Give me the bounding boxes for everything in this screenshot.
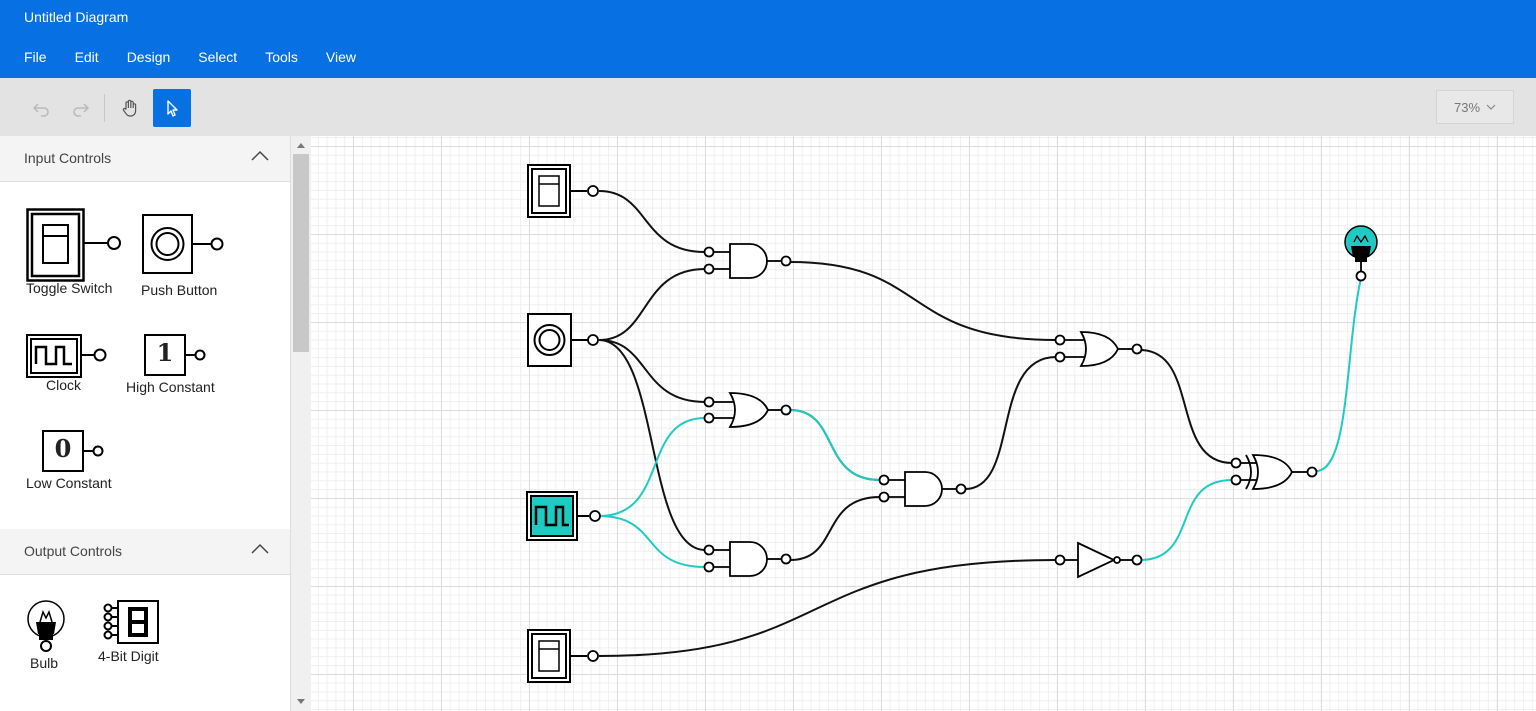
palette-high-constant[interactable]: 1 [144, 334, 210, 378]
and-gate-node[interactable] [878, 471, 967, 507]
diagram-canvas[interactable] [311, 136, 1536, 711]
clock-node[interactable] [526, 491, 601, 541]
pan-tool-button[interactable] [111, 89, 149, 127]
toggle-switch-node[interactable] [527, 164, 599, 218]
undo-icon [32, 103, 49, 117]
input-controls-header[interactable]: Input Controls [0, 136, 290, 182]
bulb-node[interactable] [1344, 225, 1378, 282]
or-gate-node[interactable] [1054, 331, 1143, 367]
palette-clock[interactable] [26, 334, 108, 378]
toolbar: 73% [0, 78, 1536, 136]
not-gate-node[interactable] [1054, 541, 1143, 579]
chevron-down-icon [1486, 104, 1496, 110]
palette-4-bit-digit[interactable] [102, 600, 160, 646]
scroll-up-icon[interactable] [291, 138, 311, 152]
palette-low-constant[interactable]: 0 [42, 430, 108, 474]
menu-bar: File Edit Design Select Tools View [10, 47, 370, 67]
palette-toggle-switch[interactable] [26, 208, 126, 288]
chevron-up-icon[interactable] [251, 150, 269, 162]
redo-button[interactable] [62, 89, 100, 127]
menu-view[interactable]: View [325, 49, 356, 65]
clock-label: Clock [46, 377, 82, 393]
high-constant-label: High Constant [126, 379, 215, 395]
toggle-switch-icon [26, 208, 121, 282]
push-button-icon [142, 214, 224, 274]
symbol-palette: Input Controls Toggle Switch Push Button [0, 136, 291, 711]
toggle-switch-node[interactable] [527, 629, 599, 683]
zoom-value: 73% [1453, 99, 1481, 115]
hand-icon [122, 99, 137, 117]
seven-segment-icon [103, 600, 159, 644]
redo-icon [73, 103, 90, 117]
low-constant-icon [42, 430, 104, 472]
low-constant-label: Low Constant [26, 475, 112, 491]
circuit-diagram[interactable] [311, 136, 1536, 711]
bulb-label: Bulb [30, 655, 59, 671]
menu-tools[interactable]: Tools [265, 49, 298, 65]
and-gate-node[interactable] [703, 541, 792, 577]
title-bar: Untitled Diagram File Edit Design Select… [0, 0, 1536, 78]
select-tool-button[interactable] [153, 89, 191, 127]
input-controls-title: Input Controls [24, 150, 112, 166]
toolbar-divider [104, 94, 105, 122]
or-gate-node[interactable] [703, 392, 792, 428]
menu-design[interactable]: Design [126, 49, 171, 65]
push-button-node[interactable] [527, 313, 599, 367]
scrollbar-thumb[interactable] [293, 154, 309, 352]
toggle-switch-label: Toggle Switch [26, 280, 113, 296]
wires-active[interactable] [598, 277, 1362, 568]
4-bit-digit-label: 4-Bit Digit [98, 648, 159, 664]
output-controls-header[interactable]: Output Controls [0, 529, 290, 575]
menu-file[interactable]: File [24, 49, 47, 65]
pointer-icon [167, 100, 178, 117]
zoom-dropdown[interactable]: 73% [1436, 90, 1514, 124]
palette-push-button[interactable] [142, 214, 226, 276]
palette-bulb[interactable] [24, 600, 70, 656]
high-constant-glyph: 1 [156, 338, 174, 367]
high-constant-icon [144, 334, 206, 376]
and-gate-node[interactable] [703, 243, 792, 279]
bulb-icon [27, 600, 65, 652]
scroll-down-icon[interactable] [291, 695, 311, 709]
clock-icon [26, 334, 107, 378]
wires-black[interactable] [598, 190, 1233, 657]
undo-button[interactable] [22, 89, 60, 127]
menu-select[interactable]: Select [198, 49, 238, 65]
diagram-title[interactable]: Untitled Diagram [24, 9, 129, 25]
push-button-label: Push Button [141, 282, 218, 298]
chevron-up-icon[interactable] [251, 543, 269, 555]
low-constant-glyph: 0 [54, 434, 72, 463]
menu-edit[interactable]: Edit [74, 49, 99, 65]
xor-gate-node[interactable] [1230, 454, 1318, 490]
output-controls-title: Output Controls [24, 543, 123, 559]
palette-scrollbar[interactable] [291, 136, 311, 711]
